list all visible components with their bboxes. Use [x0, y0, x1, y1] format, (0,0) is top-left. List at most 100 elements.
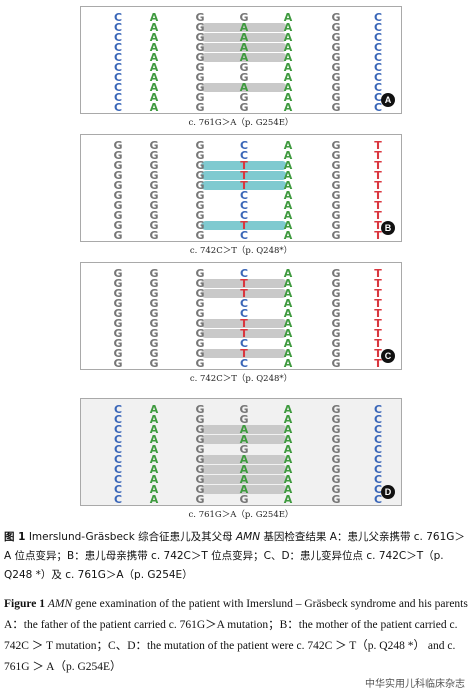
- base-letter: A: [239, 473, 249, 486]
- base-letter: C: [373, 473, 383, 486]
- caption-text-en: gene examination of the patient with Ime…: [4, 598, 468, 673]
- base-letter: C: [373, 31, 383, 44]
- base-letter: A: [283, 493, 293, 506]
- base-letter: A: [239, 423, 249, 436]
- base-letter: C: [239, 297, 249, 310]
- mutation-label-c: c. 742C＞T（p. Q248*）: [189, 374, 293, 384]
- base-letter: G: [149, 307, 159, 320]
- mutation-label-a: c. 761G＞A（p. G254E）: [188, 118, 294, 128]
- base-letter: A: [283, 41, 293, 54]
- base-letter: G: [149, 229, 159, 242]
- base-letter: A: [283, 91, 293, 104]
- base-letter: T: [374, 139, 382, 152]
- base-letter: C: [113, 81, 123, 94]
- base-letter: G: [195, 219, 205, 232]
- base-letter: G: [113, 337, 123, 350]
- base-letter: A: [239, 463, 249, 476]
- base-letter: G: [331, 91, 341, 104]
- base-letter: A: [149, 453, 159, 466]
- base-letter: A: [283, 159, 293, 172]
- base-letter: G: [195, 71, 205, 84]
- base-letter: A: [239, 31, 249, 44]
- base-letter: G: [331, 209, 341, 222]
- base-letter: C: [373, 433, 383, 446]
- read-highlight-bar: [201, 181, 287, 190]
- journal-watermark: 中华实用儿科临床杂志: [362, 674, 468, 691]
- base-letter: T: [240, 159, 248, 172]
- base-letter: G: [149, 287, 159, 300]
- base-letter: G: [113, 307, 123, 320]
- base-letter: A: [149, 41, 159, 54]
- figure-label-cn: 图 1: [4, 531, 26, 543]
- base-letter: T: [240, 327, 248, 340]
- base-letter: G: [195, 91, 205, 104]
- base-letter: C: [373, 443, 383, 456]
- base-letter: G: [113, 317, 123, 330]
- read-highlight-bar: [201, 435, 287, 444]
- base-letter: G: [331, 81, 341, 94]
- base-letter: C: [373, 413, 383, 426]
- base-letter: G: [113, 267, 123, 280]
- base-letter: G: [331, 219, 341, 232]
- base-letter: G: [149, 337, 159, 350]
- read-highlight-bar: [201, 83, 287, 92]
- base-letter: A: [283, 463, 293, 476]
- gene-name-cn: AMN: [235, 531, 261, 543]
- base-letter: G: [239, 71, 249, 84]
- base-letter: G: [195, 453, 205, 466]
- base-letter: T: [374, 357, 382, 370]
- base-letter: A: [283, 229, 293, 242]
- base-letter: G: [331, 267, 341, 280]
- base-letter: A: [283, 433, 293, 446]
- panel-letter-d: D: [381, 485, 395, 499]
- base-letter: G: [331, 473, 341, 486]
- base-letter: C: [113, 403, 123, 416]
- base-letter: T: [374, 149, 382, 162]
- caption-english: Figure 1 AMN gene examination of the pat…: [4, 594, 470, 678]
- base-letter: G: [195, 209, 205, 222]
- read-highlight-bar: [201, 455, 287, 464]
- base-letter: C: [113, 433, 123, 446]
- read-highlight-bar: [201, 475, 287, 484]
- base-letter: G: [331, 41, 341, 54]
- base-letter: C: [239, 357, 249, 370]
- base-letter: G: [195, 403, 205, 416]
- base-letter: C: [113, 453, 123, 466]
- base-letter: C: [239, 139, 249, 152]
- base-letter: G: [149, 357, 159, 370]
- mutation-label-d: c. 761G＞A（p. G254E）: [188, 510, 294, 520]
- base-letter: G: [113, 209, 123, 222]
- base-letter: A: [283, 473, 293, 486]
- base-letter: A: [149, 91, 159, 104]
- base-letter: G: [113, 139, 123, 152]
- base-letter: G: [113, 357, 123, 370]
- base-letter: G: [113, 179, 123, 192]
- base-letter: G: [149, 219, 159, 232]
- base-letter: G: [149, 179, 159, 192]
- base-letter: G: [331, 71, 341, 84]
- base-letter: A: [283, 327, 293, 340]
- base-letter: G: [239, 61, 249, 74]
- panel-letter-c: C: [381, 349, 395, 363]
- base-letter: C: [113, 91, 123, 104]
- base-letter: G: [195, 287, 205, 300]
- base-letter: A: [239, 433, 249, 446]
- base-letter: C: [239, 229, 249, 242]
- base-letter: G: [195, 327, 205, 340]
- base-letter: G: [113, 169, 123, 182]
- base-letter: T: [374, 267, 382, 280]
- base-letter: G: [239, 493, 249, 506]
- base-letter: C: [113, 413, 123, 426]
- base-letter: G: [195, 413, 205, 426]
